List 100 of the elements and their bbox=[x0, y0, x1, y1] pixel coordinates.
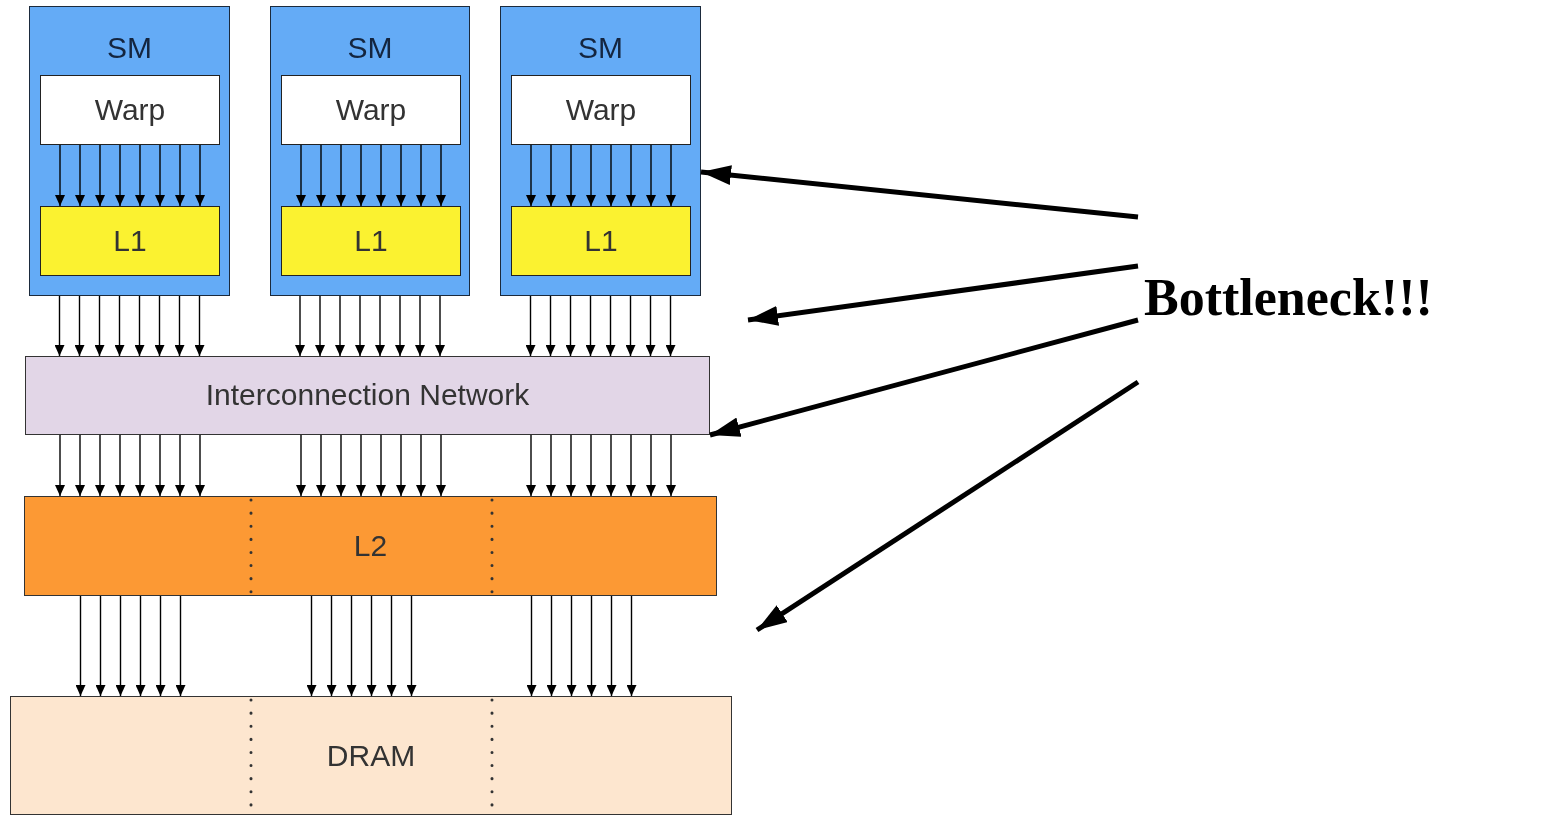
pointer-arrow bbox=[700, 165, 1139, 220]
arrow bbox=[526, 144, 536, 207]
warp-box bbox=[281, 75, 461, 145]
arrow bbox=[135, 434, 145, 497]
arrow bbox=[666, 434, 676, 497]
arrow bbox=[74, 295, 85, 357]
arrow bbox=[75, 434, 85, 497]
arrow bbox=[155, 144, 165, 207]
arrow bbox=[296, 144, 306, 207]
arrow bbox=[55, 434, 65, 497]
arrow bbox=[565, 295, 576, 357]
arrow bbox=[366, 595, 377, 697]
arrow bbox=[436, 144, 446, 207]
arrow bbox=[115, 595, 126, 697]
processor-block bbox=[500, 6, 701, 296]
arrow bbox=[376, 144, 386, 207]
arrow bbox=[525, 295, 536, 357]
arrow bbox=[55, 144, 65, 207]
arrow bbox=[114, 295, 125, 357]
arrow bbox=[95, 595, 106, 697]
arrow bbox=[155, 595, 166, 697]
arrow bbox=[175, 434, 185, 497]
arrow bbox=[646, 144, 656, 207]
arrow bbox=[395, 295, 405, 357]
arrow bbox=[606, 434, 616, 497]
arrow bbox=[75, 144, 85, 207]
arrow bbox=[134, 295, 145, 357]
arrow bbox=[435, 295, 445, 357]
arrow bbox=[135, 144, 145, 207]
arrow bbox=[416, 434, 426, 497]
arrow bbox=[155, 434, 165, 497]
arrow bbox=[545, 295, 556, 357]
arrow bbox=[605, 295, 616, 357]
arrow bbox=[295, 295, 305, 357]
arrow bbox=[135, 595, 146, 697]
box-label: L1 bbox=[112, 223, 148, 258]
arrow bbox=[355, 295, 365, 357]
box-label: Warp bbox=[564, 92, 638, 127]
arrow bbox=[415, 295, 425, 357]
arrow bbox=[626, 144, 636, 207]
arrow bbox=[416, 144, 426, 207]
arrow bbox=[175, 144, 185, 207]
arrow bbox=[194, 295, 205, 357]
arrow bbox=[625, 295, 636, 357]
arrow bbox=[386, 595, 397, 697]
cache-box bbox=[281, 206, 461, 276]
arrow bbox=[306, 595, 317, 697]
arrow bbox=[115, 434, 125, 497]
arrow bbox=[626, 434, 636, 497]
arrow bbox=[606, 595, 617, 697]
warp-box bbox=[511, 75, 691, 145]
box-label: Interconnection Network bbox=[204, 378, 531, 412]
box-label: L1 bbox=[583, 223, 619, 258]
arrow bbox=[174, 295, 185, 357]
arrow bbox=[526, 434, 536, 497]
processor-block bbox=[29, 6, 230, 296]
arrow bbox=[94, 295, 105, 357]
arrow bbox=[376, 434, 386, 497]
arrow bbox=[586, 144, 596, 207]
processor-block bbox=[270, 6, 470, 296]
arrow bbox=[315, 295, 325, 357]
arrow bbox=[154, 295, 165, 357]
arrow bbox=[406, 595, 417, 697]
arrow bbox=[375, 295, 385, 357]
arrow bbox=[346, 595, 357, 697]
arrow bbox=[326, 595, 337, 697]
pointer-arrow bbox=[755, 379, 1140, 633]
cache-box bbox=[511, 206, 691, 276]
box-label: SM bbox=[346, 31, 394, 65]
cache-box bbox=[40, 206, 220, 276]
arrow bbox=[436, 434, 446, 497]
arrow bbox=[626, 595, 637, 697]
arrow bbox=[586, 434, 596, 497]
arrow bbox=[526, 595, 537, 697]
warp-box bbox=[40, 75, 220, 145]
arrow bbox=[75, 595, 86, 697]
box-label: DRAM bbox=[325, 739, 417, 773]
callout-text: Bottleneck!!! bbox=[1144, 267, 1433, 328]
network-bar bbox=[25, 356, 710, 435]
arrow bbox=[54, 295, 65, 357]
arrow bbox=[356, 434, 366, 497]
arrow bbox=[95, 144, 105, 207]
memory-bar bbox=[10, 696, 732, 815]
arrow bbox=[356, 144, 366, 207]
arrow bbox=[606, 144, 616, 207]
arrow bbox=[646, 434, 656, 497]
box-label: SM bbox=[577, 31, 624, 65]
arrow bbox=[336, 144, 346, 207]
arrow bbox=[296, 434, 306, 497]
arrow bbox=[396, 144, 406, 207]
arrow bbox=[316, 434, 326, 497]
pointer-arrow bbox=[709, 317, 1139, 438]
box-label: Warp bbox=[93, 92, 167, 127]
arrow bbox=[195, 434, 205, 497]
arrow bbox=[195, 144, 205, 207]
arrow bbox=[335, 295, 345, 357]
arrow bbox=[95, 434, 105, 497]
arrow bbox=[666, 144, 676, 207]
pointer-arrow bbox=[747, 263, 1139, 326]
arrow bbox=[546, 595, 557, 697]
